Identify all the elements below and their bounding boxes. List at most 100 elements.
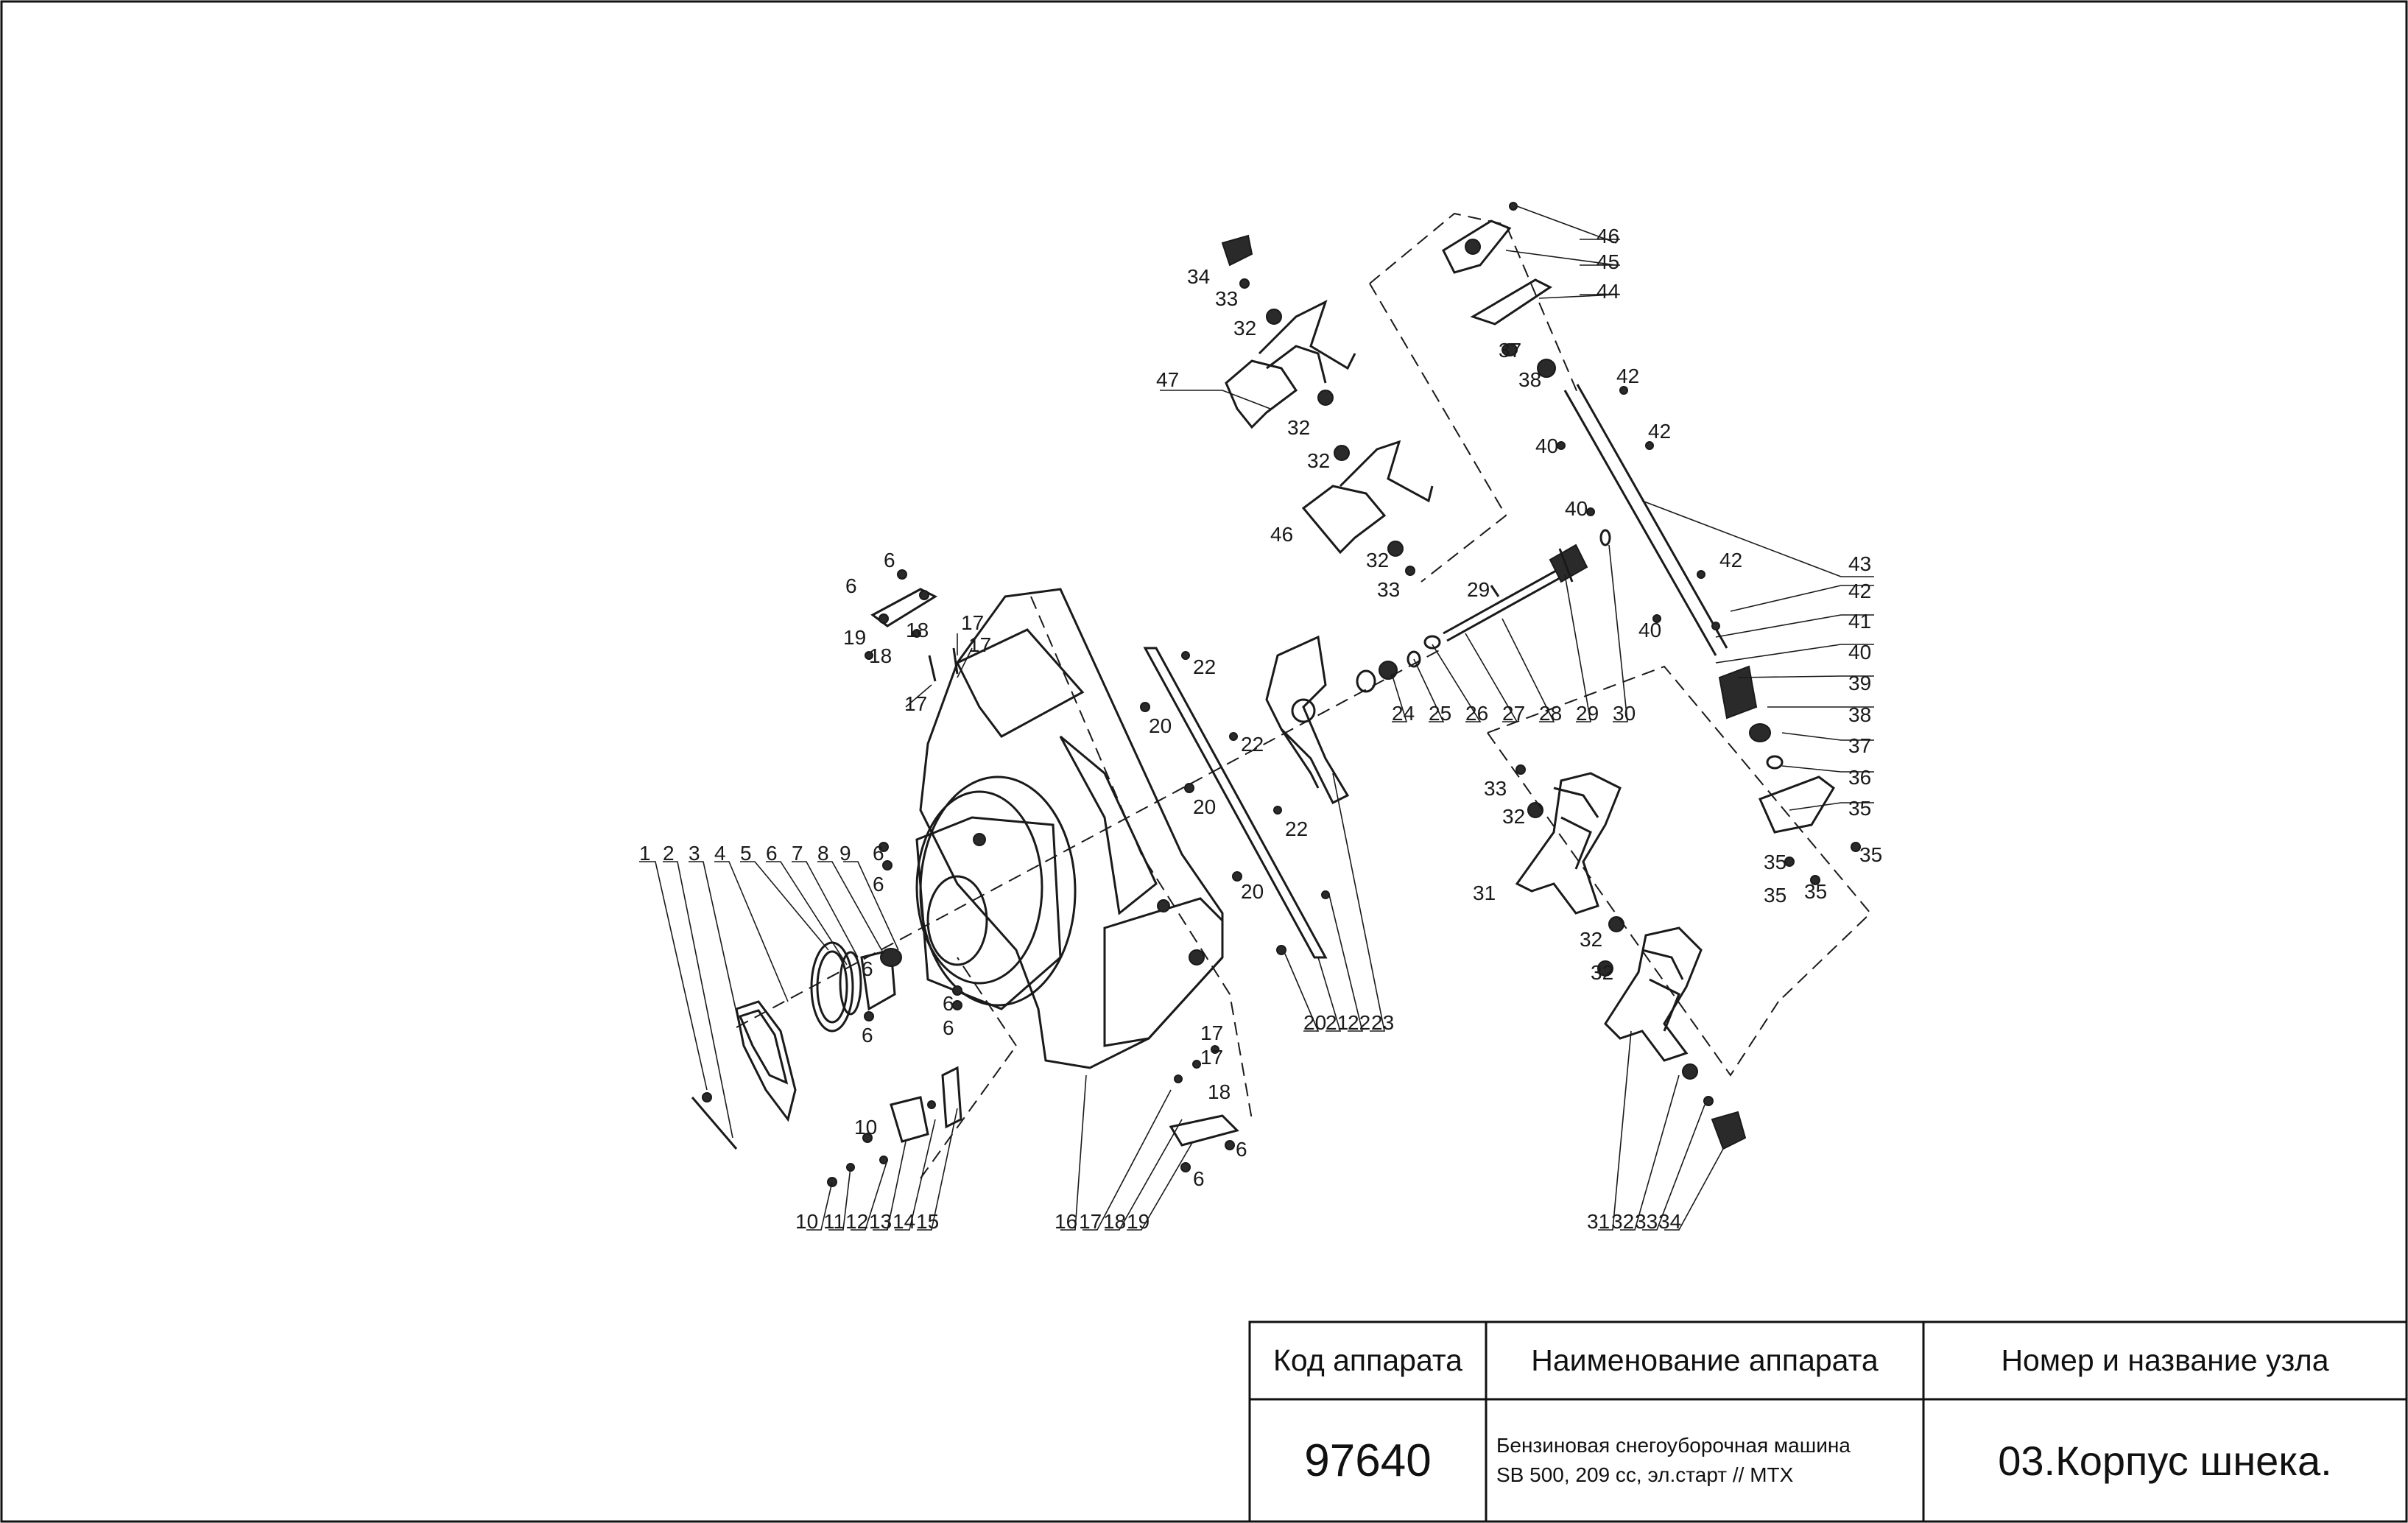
lower-bearing-plate-drawing — [1169, 1045, 1239, 1172]
callout-18: 18 — [1208, 1080, 1231, 1103]
callout-35: 35 — [1804, 880, 1827, 903]
callout-32: 32 — [1580, 928, 1602, 951]
callout-19: 19 — [843, 626, 866, 649]
callout-18: 18 — [1103, 1210, 1126, 1233]
callout-6: 6 — [943, 992, 954, 1015]
callout-26: 26 — [1465, 702, 1488, 725]
callout-41: 41 — [1848, 610, 1871, 633]
callout-22: 22 — [1348, 1011, 1370, 1034]
callout-19: 19 — [1127, 1210, 1150, 1233]
callout-33: 33 — [1484, 777, 1507, 800]
callout-18: 18 — [869, 644, 892, 667]
callout-10: 10 — [795, 1210, 818, 1233]
main-auger-shaft-drawing — [1557, 384, 1861, 885]
callout-18: 18 — [906, 619, 929, 641]
callout-33: 33 — [1377, 578, 1400, 601]
callout-1: 1 — [639, 842, 651, 865]
scraper-bar-drawing — [1140, 647, 1330, 959]
callout-29: 29 — [1467, 578, 1490, 601]
drive-shaft-drawing — [1356, 529, 1611, 693]
callout-31: 31 — [1473, 882, 1496, 904]
impeller-drawing — [1265, 635, 1350, 805]
callout-31: 31 — [1587, 1210, 1610, 1233]
callout-34: 34 — [1658, 1210, 1681, 1233]
callout-7: 7 — [792, 842, 803, 865]
callout-6: 6 — [862, 1024, 873, 1047]
callout-35: 35 — [1764, 851, 1786, 873]
callout-20: 20 — [1303, 1011, 1326, 1034]
callout-labels: 1 2 3 4 5 6 7 8 9 6 6 6 6 6 6 10 10 11 1… — [639, 225, 1882, 1233]
callout-40: 40 — [1565, 497, 1588, 520]
callout-37: 37 — [1499, 339, 1521, 362]
assembly-dashed-lines — [736, 212, 1872, 1179]
callout-37: 37 — [1848, 734, 1871, 757]
callout-15: 15 — [916, 1210, 939, 1233]
callout-10: 10 — [854, 1116, 877, 1139]
callout-45: 45 — [1596, 250, 1619, 273]
title-block-frame — [1248, 1320, 2408, 1523]
callout-13: 13 — [869, 1210, 892, 1233]
callout-33: 33 — [1215, 287, 1238, 310]
callout-23: 23 — [1371, 1011, 1394, 1034]
callout-25: 25 — [1429, 702, 1451, 725]
callout-33: 33 — [1635, 1210, 1658, 1233]
callout-21: 21 — [1326, 1011, 1348, 1034]
callout-42: 42 — [1648, 420, 1671, 443]
callout-24: 24 — [1392, 702, 1415, 725]
callout-9: 9 — [839, 842, 851, 865]
callout-6: 6 — [873, 842, 884, 865]
callout-6: 6 — [1236, 1138, 1247, 1161]
code-header: Код аппарата — [1273, 1343, 1462, 1377]
callout-16: 16 — [1055, 1210, 1077, 1233]
upper-bearing-plate-drawing — [865, 569, 959, 682]
callout-44: 44 — [1596, 280, 1619, 303]
callout-5: 5 — [740, 842, 752, 865]
callout-17: 17 — [904, 692, 927, 715]
callout-4: 4 — [714, 842, 726, 865]
callout-17: 17 — [1200, 1021, 1223, 1044]
callout-32: 32 — [1502, 805, 1525, 828]
callout-42: 42 — [1848, 580, 1871, 602]
auger-housing-drawing — [915, 588, 1224, 1069]
callout-6: 6 — [845, 574, 857, 597]
callout-46: 46 — [1596, 225, 1619, 247]
title-block: Код аппарата Наименование аппарата Номер… — [1250, 1322, 2407, 1522]
callout-11: 11 — [823, 1210, 845, 1233]
callout-8: 8 — [817, 842, 829, 865]
leader-lines — [639, 205, 1874, 1231]
callout-35: 35 — [1859, 843, 1882, 866]
callout-20: 20 — [1241, 880, 1264, 903]
callout-27: 27 — [1502, 702, 1525, 725]
callout-40: 40 — [1535, 435, 1558, 457]
callout-22: 22 — [1241, 733, 1264, 756]
top-right-bearing-drawing — [1442, 202, 1556, 378]
callout-35: 35 — [1848, 797, 1871, 820]
callout-6: 6 — [766, 842, 778, 865]
callout-6: 6 — [873, 873, 884, 896]
callout-30: 30 — [1613, 702, 1636, 725]
callout-17: 17 — [961, 611, 984, 634]
callout-6: 6 — [1193, 1167, 1205, 1190]
device-code: 97640 — [1304, 1435, 1432, 1486]
callout-35: 35 — [1764, 884, 1786, 907]
callout-12: 12 — [845, 1210, 868, 1233]
callout-38: 38 — [1518, 368, 1541, 391]
name-header: Наименование аппарата — [1531, 1343, 1879, 1377]
callout-38: 38 — [1848, 703, 1871, 726]
top-left-auger-drawing — [1221, 234, 1434, 576]
pulley-belt-group-drawing — [691, 842, 962, 1187]
callout-6: 6 — [943, 1016, 954, 1039]
lower-augers-drawing — [1515, 764, 1747, 1150]
callout-17: 17 — [968, 633, 991, 656]
callout-32: 32 — [1611, 1210, 1634, 1233]
callout-40: 40 — [1638, 619, 1661, 641]
callout-32: 32 — [1307, 449, 1330, 472]
callout-42: 42 — [1616, 365, 1639, 387]
unit-header: Номер и название узла — [2001, 1343, 2329, 1377]
callout-32: 32 — [1233, 317, 1256, 340]
callout-32: 32 — [1287, 416, 1310, 439]
callout-34: 34 — [1187, 265, 1210, 288]
callout-22: 22 — [1193, 655, 1216, 678]
device-name: Бензиновая снегоуборочная машина SB 500,… — [1486, 1399, 1923, 1522]
